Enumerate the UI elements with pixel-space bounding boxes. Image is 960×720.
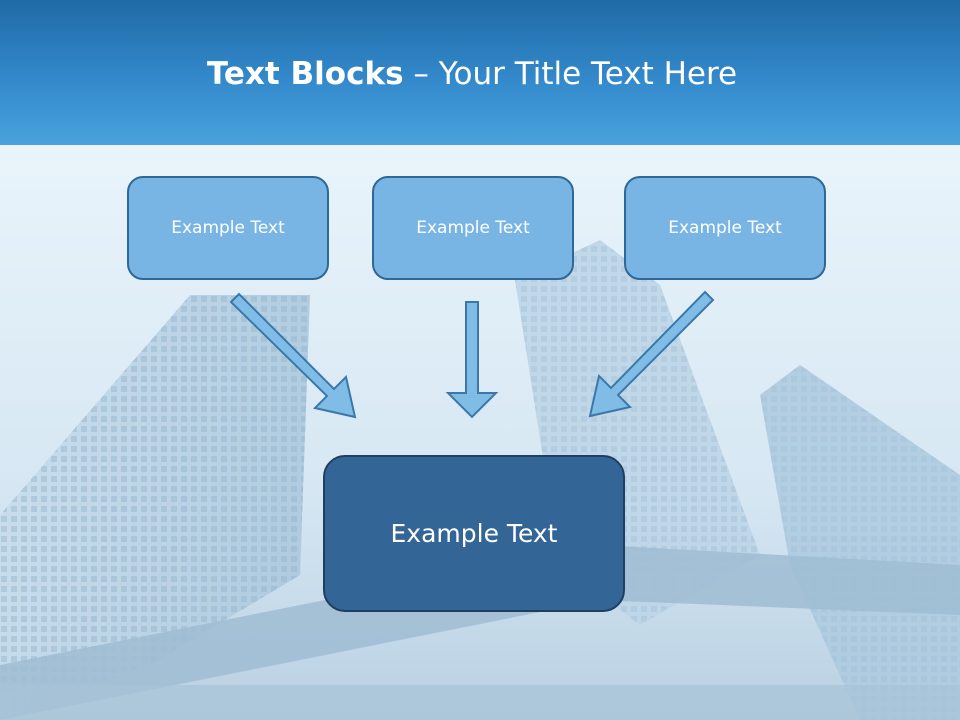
text-block-top-left-label: Example Text: [171, 218, 285, 238]
title-rest: – Your Title Text Here: [403, 56, 738, 92]
title-bar: [0, 0, 960, 145]
text-block-bottom-label: Example Text: [390, 519, 558, 548]
text-block-top-right[interactable]: Example Text: [624, 176, 826, 280]
slide-title: Text Blocks – Your Title Text Here: [0, 52, 944, 96]
text-block-top-right-label: Example Text: [668, 218, 782, 238]
title-bold: Text Blocks: [206, 56, 404, 92]
text-block-top-center[interactable]: Example Text: [372, 176, 574, 280]
text-block-bottom[interactable]: Example Text: [323, 455, 625, 612]
text-block-top-left[interactable]: Example Text: [127, 176, 329, 280]
text-block-top-center-label: Example Text: [416, 218, 530, 238]
